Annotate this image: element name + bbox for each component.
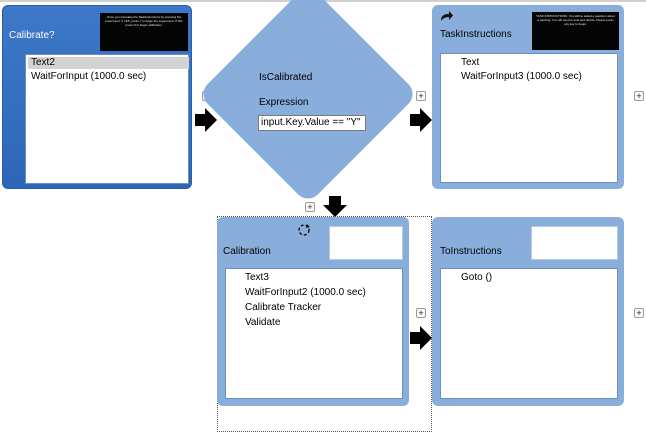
node-title: Calibration	[223, 246, 271, 257]
node-calibrate[interactable]: Calibrate? Once you complete the TaskIns…	[2, 5, 192, 189]
thumbnail-preview	[531, 226, 618, 260]
node-taskinstructions[interactable]: TaskInstructions TASK INSTRUCTIONS. You …	[432, 5, 624, 189]
list-item[interactable]: Goto ()	[461, 272, 493, 283]
node-title: IsCalibrated	[259, 72, 313, 83]
node-title: Calibrate?	[9, 30, 55, 41]
list-item[interactable]: Text3	[245, 272, 269, 283]
expression-label: Expression	[259, 97, 309, 108]
arrow-down-icon	[323, 196, 347, 217]
add-node-button[interactable]: +	[416, 308, 426, 318]
arrow-right-icon	[195, 108, 217, 132]
node-title: ToInstructions	[440, 246, 502, 257]
node-toinstructions[interactable]: ToInstructions Goto ()	[432, 217, 624, 406]
thumbnail-preview	[329, 226, 403, 260]
thumbnail-preview: TASK INSTRUCTIONS. You will be asked a q…	[532, 12, 619, 50]
step-list: Text WaitForInput3 (1000.0 sec)	[440, 53, 618, 183]
step-list: Text3 WaitForInput2 (1000.0 sec) Calibra…	[225, 268, 403, 399]
arrow-right-icon	[410, 108, 432, 132]
share-arrow-icon	[441, 11, 453, 21]
step-list: Goto ()	[440, 268, 618, 399]
add-node-button[interactable]: +	[416, 91, 426, 101]
list-item[interactable]: Text2	[28, 57, 189, 69]
node-title: TaskInstructions	[440, 29, 512, 40]
list-item[interactable]: WaitForInput3 (1000.0 sec)	[461, 71, 582, 82]
step-list: Text2 WaitForInput (1000.0 sec)	[25, 54, 189, 184]
arrow-right-icon	[410, 326, 432, 350]
thumbnail-preview: Once you complete the TaskInstructions b…	[100, 13, 188, 51]
add-node-button[interactable]: +	[634, 308, 644, 318]
list-item[interactable]: Text	[461, 57, 480, 68]
list-item[interactable]: Calibrate Tracker	[245, 302, 322, 313]
list-item[interactable]: WaitForInput (1000.0 sec)	[31, 71, 147, 82]
node-calibration[interactable]: Calibration Text3 WaitForInput2 (1000.0 …	[217, 217, 409, 406]
add-node-button[interactable]: +	[634, 91, 644, 101]
expression-field[interactable]: input.Key.Value == "Y"	[258, 115, 366, 131]
loop-icon	[298, 224, 310, 236]
add-node-button[interactable]: +	[305, 202, 315, 212]
list-item[interactable]: WaitForInput2 (1000.0 sec)	[245, 287, 366, 298]
list-item[interactable]: Validate	[245, 317, 281, 328]
